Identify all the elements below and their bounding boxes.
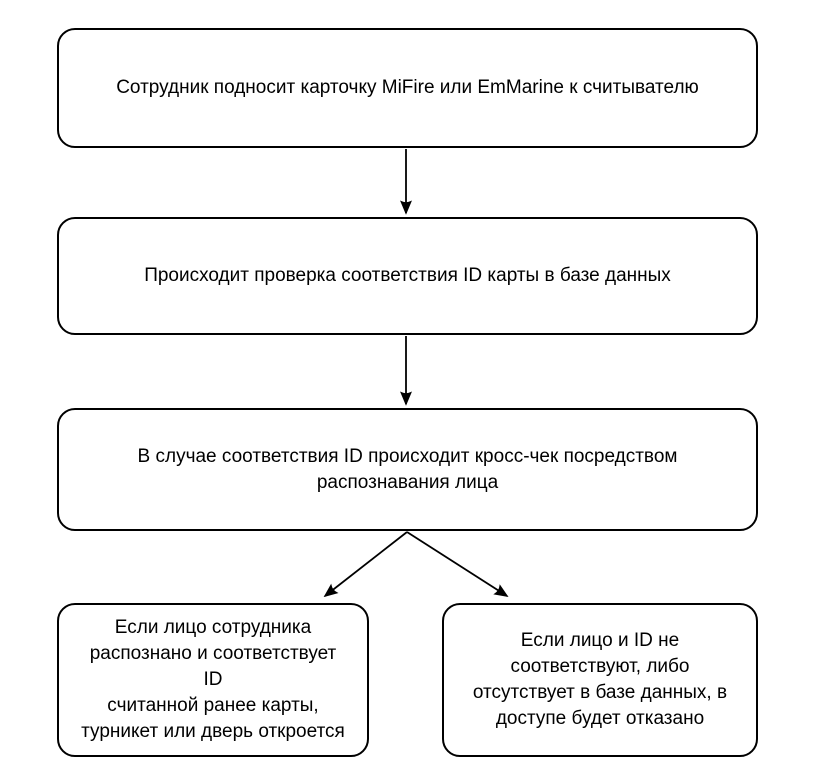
flow-node-cross-check-label: В случае соответствия ID происходит крос…	[137, 445, 678, 493]
flow-node-access-denied: Если лицо и ID не соответствуют, либо от…	[442, 603, 758, 757]
flow-node-access-granted-label: Если лицо сотрудника распознано и соотве…	[81, 617, 345, 742]
flow-node-scan-card-label: Сотрудник подносит карточку MiFire или E…	[116, 77, 699, 98]
flow-node-cross-check: В случае соответствия ID происходит крос…	[57, 408, 758, 531]
flow-node-check-id-label: Происходит проверка соответствия ID карт…	[144, 265, 671, 286]
flow-node-scan-card: Сотрудник подносит карточку MiFire или E…	[57, 28, 758, 148]
flow-node-access-granted: Если лицо сотрудника распознано и соотве…	[57, 603, 369, 757]
arrow-crosscheck-to-denied	[406, 531, 507, 596]
arrow-crosscheck-to-granted	[325, 531, 408, 596]
flow-node-access-denied-label: Если лицо и ID не соответствуют, либо от…	[472, 630, 728, 729]
flow-node-check-id: Происходит проверка соответствия ID карт…	[57, 217, 758, 335]
